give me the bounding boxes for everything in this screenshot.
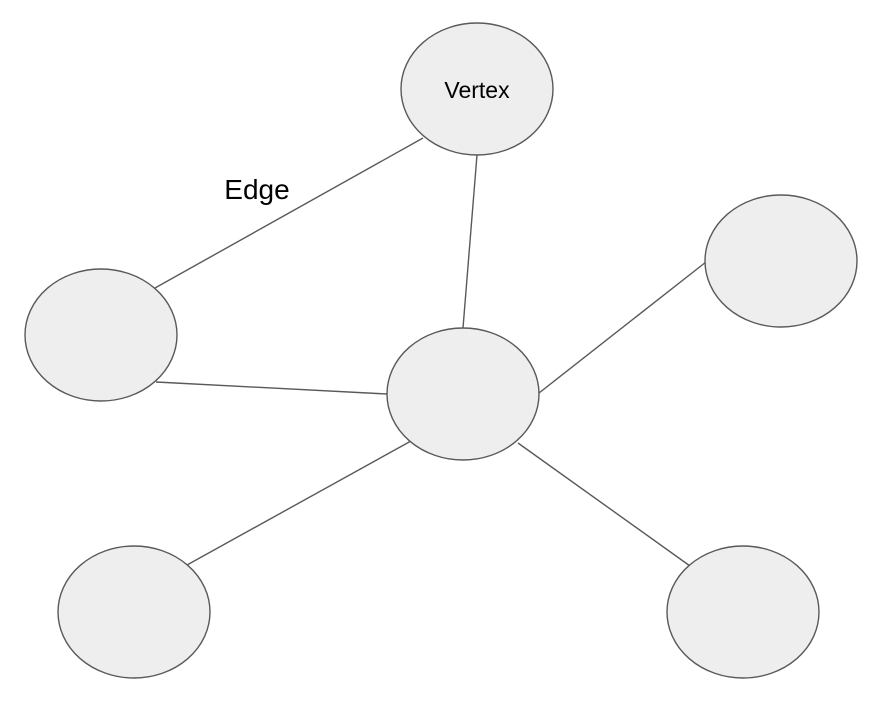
vertex-center	[386, 327, 540, 461]
edge-center-bottom-right	[517, 442, 691, 567]
vertex-bottom-right	[666, 545, 820, 679]
edge-top-center	[462, 154, 478, 329]
vertex-right	[704, 194, 858, 328]
vertex-left	[24, 268, 178, 402]
vertex-top	[400, 22, 554, 156]
vertex-label: Vertex	[444, 77, 510, 103]
vertices	[24, 22, 858, 679]
edge-center-bottom-left	[186, 440, 412, 566]
vertex-bottom-left	[57, 545, 211, 679]
edge-top-left	[154, 137, 424, 289]
edge-center-right	[538, 261, 707, 394]
edge-left-center	[155, 381, 388, 395]
edges	[154, 137, 707, 567]
edge-label: Edge	[224, 174, 289, 205]
